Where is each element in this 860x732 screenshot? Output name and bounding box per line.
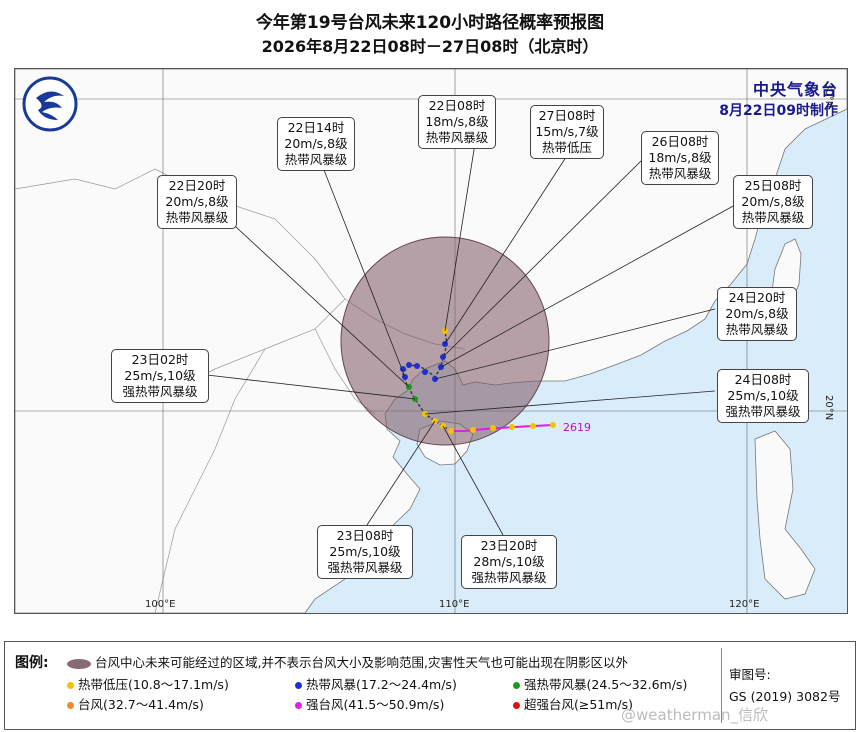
sty-dot-icon — [295, 702, 302, 709]
cma-logo-icon — [22, 76, 78, 132]
legend-item-td: 热带低压(10.8～17.1m/s) — [67, 674, 229, 693]
issue-time: 8月22日09时制作 — [719, 103, 838, 119]
td-dot-icon — [67, 682, 74, 689]
review-title: 审图号: — [729, 667, 771, 682]
past-points — [470, 422, 556, 433]
leader-lines — [206, 130, 736, 536]
chart-title: 今年第19号台风未来120小时路径概率预报图 — [255, 13, 605, 33]
legend-item-ty: 台风(32.7～41.4m/s) — [67, 694, 204, 713]
agency-name: 中央气象台 — [752, 80, 838, 99]
luzon-island — [754, 430, 816, 600]
legend-cone: 台风中心未来可能经过的区域,并不表示台风大小及影响范围,灾害性天气也可能出现在阴… — [67, 652, 628, 671]
storm-number-label: 2619 — [563, 421, 591, 434]
axis-lon-120: 120°E — [729, 599, 760, 610]
legend: 图例: 台风中心未来可能经过的区域,并不表示台风大小及影响范围,灾害性天气也可能… — [4, 641, 856, 730]
ty-dot-icon — [67, 702, 74, 709]
chart-subtitle: 2026年8月22日08时－27日08时（北京时） — [261, 37, 599, 56]
agency-stamp: 中央气象台 8月22日09时制作 — [719, 76, 838, 120]
supty-dot-icon — [513, 702, 520, 709]
axis-lon-100: 100°E — [145, 599, 176, 610]
past-track — [451, 424, 554, 432]
axis-lon-110: 110°E — [439, 599, 470, 610]
legend-title: 图例: — [15, 655, 49, 671]
legend-item-supty: 超强台风(≥51m/s) — [513, 694, 633, 713]
axis-lat-20: 20°N — [823, 395, 834, 421]
axis-lat-30: 30°N — [823, 83, 834, 109]
review-number: GS (2019) 3082号 — [729, 689, 841, 704]
sts-dot-icon — [513, 682, 520, 689]
legend-item-sty: 强台风(41.5～50.9m/s) — [295, 694, 444, 713]
watermark: @weatherman_信欣 — [621, 706, 769, 724]
map-canvas — [15, 69, 847, 613]
legend-item-sts: 强热带风暴(24.5～32.6m/s) — [513, 674, 687, 693]
ts-dot-icon — [295, 682, 302, 689]
legend-cone-text: 台风中心未来可能经过的区域,并不表示台风大小及影响范围,灾害性天气也可能出现在阴… — [95, 655, 628, 670]
cone-swatch-icon — [67, 658, 91, 669]
legend-divider — [721, 648, 722, 723]
legend-item-ts: 热带风暴(17.2～24.4m/s) — [295, 674, 457, 693]
borders — [15, 168, 466, 613]
